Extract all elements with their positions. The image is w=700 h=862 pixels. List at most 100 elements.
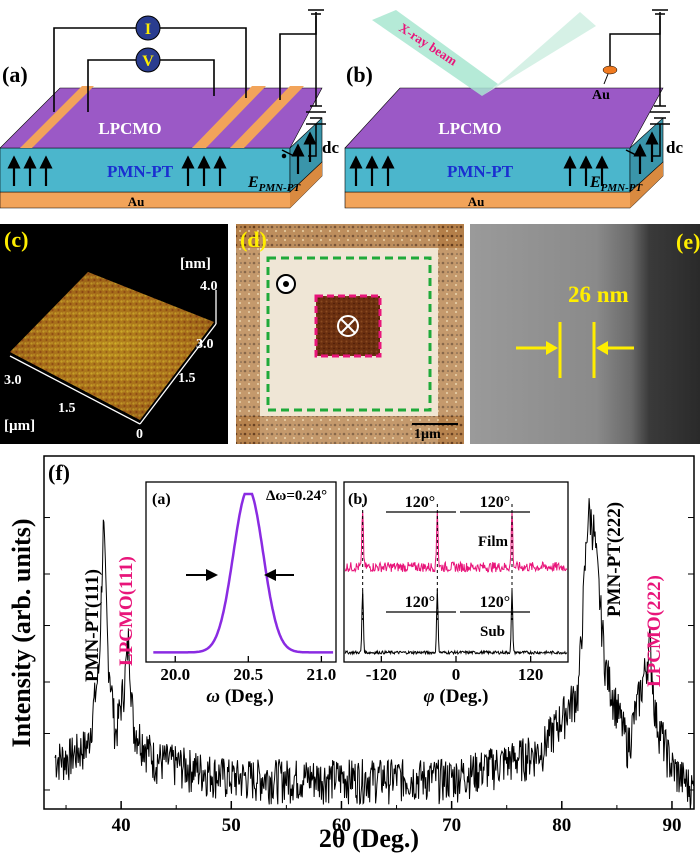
afm-axes <box>9 290 217 425</box>
inset-a-xlabel: ω (Deg.) <box>206 686 274 707</box>
panel-e: (e) 26 nm <box>470 224 700 444</box>
into-plane-cross <box>340 318 356 334</box>
au-electrode-side-a <box>290 162 322 208</box>
top-au-pointer-b <box>603 73 609 85</box>
substrate-label-b: PMN-PT <box>447 162 514 181</box>
phi-spacing-label: 120° <box>405 594 435 611</box>
voltage-meter-a <box>135 47 161 73</box>
inset-a-ticks: 20.0 20.5 21.0 <box>160 656 336 684</box>
inset-b-tick-label: -120 <box>366 665 397 684</box>
afm-surface-shade <box>10 272 214 420</box>
xrd-ylabel: Intensity (arb. units) <box>7 519 36 748</box>
xrd-x-tick-label: 70 <box>442 815 461 836</box>
xrd-x-tick-label: 50 <box>222 815 241 836</box>
afm-y-tick: 1.5 <box>178 371 196 386</box>
panel-label-f: (f) <box>48 460 70 485</box>
inset-b-label: (b) <box>348 491 368 508</box>
peak-label-lpcmo222: LPCMO(222) <box>644 575 665 687</box>
inset-a-label: (a) <box>152 491 171 508</box>
afm-xy-unit: [µm] <box>4 418 35 434</box>
inset-b-frame <box>343 481 569 663</box>
voltage-meter-label-a: V <box>142 53 154 70</box>
afm-x-tick: 1.5 <box>58 401 76 416</box>
xrd-xlabel: 2θ (Deg.) <box>319 824 419 853</box>
phi-film-line <box>344 511 568 574</box>
electrode-label-b: Au <box>468 194 485 209</box>
phi-sub-line <box>344 589 568 656</box>
inset-b-tick-label: 0 <box>452 665 461 684</box>
substrate-label-a: PMN-PT <box>107 162 174 181</box>
xrd-x-tick-label: 40 <box>112 815 131 836</box>
phi-spacing-arrows <box>386 511 530 613</box>
panel-label-d: (d) <box>240 227 267 252</box>
top-au-label-b: Au <box>592 88 610 103</box>
peak-label-lpcmo111: LPCMO(111) <box>116 556 137 666</box>
afm-x-tick: 0 <box>136 427 143 442</box>
panel-a: I V dc EPMN-PT (a) LPCMO PMN-PT Au <box>0 9 339 209</box>
scale-bar-label: 1µm <box>414 427 441 442</box>
xrd-frame <box>43 455 695 810</box>
fwhm-label: Δω=0.24° <box>266 488 327 504</box>
inset-b-tick-label: 120 <box>518 665 544 684</box>
tem-image <box>470 224 700 444</box>
film-top-b <box>344 87 664 149</box>
electrode-label-a: Au <box>128 194 145 209</box>
inset-a-tick-label: 21.0 <box>307 665 337 684</box>
xrd-x-tick-label: 90 <box>662 815 681 836</box>
pfm-texture-left <box>236 224 260 444</box>
peak-label-pmn111: PMN-PT(111) <box>82 569 103 682</box>
electrode-strips-a <box>20 86 304 148</box>
pfm-outer-box <box>266 256 432 412</box>
dc-source-a <box>281 9 326 159</box>
xrd-x-tick-label: 80 <box>552 815 571 836</box>
top-au-contact-b <box>602 65 618 75</box>
afm-z-unit: [nm] <box>180 256 211 272</box>
dc-source-b <box>609 9 670 157</box>
dc-label-b: dc <box>666 138 683 157</box>
afm-y-tick: 3.0 <box>196 337 214 352</box>
phi-film-label: Film <box>478 534 508 550</box>
iv-wires-a <box>53 12 317 112</box>
pfm-texture-top <box>236 224 464 248</box>
current-meter-label-a: I <box>145 21 151 38</box>
dc-label-a: dc <box>322 138 339 157</box>
phi-spacing-label: 120° <box>405 494 435 511</box>
film-label-b: LPCMO <box>438 119 501 138</box>
inset-a-tick-label: 20.5 <box>233 665 263 684</box>
pfm-texture-bottom <box>236 416 464 444</box>
inset-a-tick-label: 20.0 <box>160 665 190 684</box>
inset-b-ticks: -120 0 120 <box>362 504 544 684</box>
thickness-right-arrowhead <box>596 341 608 355</box>
thickness-label: 26 nm <box>568 282 629 307</box>
phi-spacing-label: 120° <box>480 494 510 511</box>
xray-beam-label: X-ray beam <box>396 20 460 69</box>
panel-label-c: (c) <box>4 227 28 252</box>
xrd-pattern-line <box>54 498 695 810</box>
fwhm-left-arrowhead <box>206 569 218 581</box>
pfm-texture-right <box>438 224 464 444</box>
au-electrode-side-b <box>630 162 663 208</box>
phi-spacing-label: 120° <box>480 594 510 611</box>
panel-label-e: (e) <box>676 229 700 254</box>
panel-d: (d) 1µm <box>236 224 464 444</box>
inset-phi-scan: -120 0 120 (b) 120° 120° 120° 120° Film Su… <box>343 481 569 707</box>
film-top-a <box>0 87 323 149</box>
inset-b-xlabel: φ (Deg.) <box>424 686 489 707</box>
rocking-curve <box>153 492 334 654</box>
polarization-arrows-b <box>349 131 659 186</box>
phi-sub-label: Sub <box>480 624 505 640</box>
panel-label-b: (b) <box>346 62 373 87</box>
polarization-arrows-a <box>7 131 317 186</box>
afm-z-max: 4.0 <box>200 279 218 294</box>
peak-label-pmn222: PMN-PT(222) <box>604 502 625 617</box>
xrd-x-tick-label: 60 <box>332 815 351 836</box>
thickness-left-arrowhead <box>546 341 558 355</box>
xray-beam-in <box>372 10 498 96</box>
pfm-inner-box <box>314 294 382 358</box>
xray-beam-out <box>482 12 596 96</box>
field-label-a: EPMN-PT <box>247 174 301 194</box>
film-label-a: LPCMO <box>98 119 161 138</box>
